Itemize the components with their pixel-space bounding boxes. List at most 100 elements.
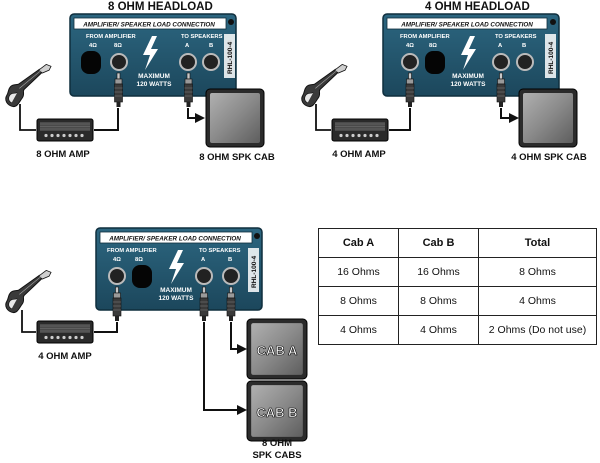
- to-speakers-label: TO SPEAKERS: [495, 34, 537, 40]
- cable-guitar-amp: [19, 104, 36, 131]
- panel-header-text: AMPLIFIER/ SPEAKER LOAD CONNECTION: [400, 22, 533, 29]
- column-header-total: Total: [478, 228, 597, 258]
- jack-a-label: A: [201, 257, 206, 263]
- headload-panel-4ohm: AMPLIFIER/ SPEAKER LOAD CONNECTION FROM …: [382, 13, 560, 97]
- speaker-hole-icon: [81, 51, 101, 74]
- speaker-cab-icon: [205, 88, 265, 148]
- cabs-caption-line2: SPK CABS: [252, 450, 302, 461]
- table-cell: 4 Ohms: [398, 315, 479, 345]
- cable-guitar-amp: [315, 104, 331, 131]
- table-cell: 4 Ohms: [478, 286, 597, 316]
- table-cell: 4 Ohms: [318, 315, 399, 345]
- amp-head-icon: [36, 320, 94, 344]
- guitar-icon: [301, 64, 348, 108]
- heading-8ohm: 8 OHM HEADLOAD: [108, 1, 213, 13]
- cabs-caption-line1: 8 OHM: [261, 438, 293, 449]
- max-line2: 120 WATTS: [451, 81, 487, 88]
- jack-b[interactable]: [202, 53, 220, 71]
- cab-a-label: CAB A: [257, 343, 298, 358]
- max-line2: 120 WATTS: [159, 295, 195, 302]
- max-line1: MAXIMUM: [160, 287, 192, 294]
- guitar-icon: [5, 270, 52, 314]
- heading-4ohm: 4 OHM HEADLOAD: [425, 1, 530, 13]
- jack-a[interactable]: [492, 53, 510, 71]
- column-header-cab-b: Cab B: [398, 228, 479, 258]
- headload-panel-dual-cab: AMPLIFIER/ SPEAKER LOAD CONNECTION FROM …: [95, 227, 263, 311]
- jack-8ohm-input[interactable]: [110, 53, 128, 71]
- table-row: 8 Ohms 8 Ohms 4 Ohms: [318, 286, 597, 316]
- cable-headload-cab: [500, 108, 519, 123]
- amp-caption: 8 OHM AMP: [36, 149, 90, 160]
- table-cell: 2 Ohms (Do not use): [478, 315, 597, 345]
- cab-b: CAB B: [246, 380, 308, 442]
- ohm8-label: 8Ω: [135, 257, 143, 263]
- table-cell: 16 Ohms: [398, 257, 479, 287]
- table-row: 4 Ohms 4 Ohms 2 Ohms (Do not use): [318, 315, 597, 345]
- lightning-bolt-icon: [461, 36, 476, 70]
- from-amplifier-label: FROM AMPLIFIER: [86, 34, 137, 40]
- jack-4ohm-input[interactable]: [108, 267, 126, 285]
- cable-amp-headload: [94, 108, 119, 131]
- speaker-cab-icon: [518, 88, 578, 148]
- ohm4-label: 4Ω: [89, 43, 97, 49]
- jack-b[interactable]: [222, 267, 240, 285]
- jack-a-label: A: [185, 43, 190, 49]
- to-speakers-label: TO SPEAKERS: [199, 248, 241, 254]
- screw-icon: [550, 19, 556, 25]
- headload-panel-8ohm: AMPLIFIER/ SPEAKER LOAD CONNECTION FROM …: [69, 13, 237, 97]
- cab-caption: 4 OHM SPK CAB: [511, 152, 587, 163]
- amp-caption: 4 OHM AMP: [38, 351, 92, 362]
- table-row: 16 Ohms 16 Ohms 8 Ohms: [318, 257, 597, 287]
- jack-b-label: B: [209, 43, 213, 49]
- jack-a-label: A: [498, 43, 503, 49]
- lightning-bolt-icon: [143, 36, 158, 70]
- jack-4ohm-input[interactable]: [401, 53, 419, 71]
- max-line1: MAXIMUM: [138, 73, 170, 80]
- jack-b[interactable]: [516, 53, 534, 71]
- ohm4-label: 4Ω: [406, 43, 414, 49]
- cable-amp-headload: [94, 322, 118, 333]
- speaker-hole-icon: [425, 51, 445, 74]
- column-header-cab-a: Cab A: [318, 228, 399, 258]
- cab-a: CAB A: [246, 318, 308, 380]
- amp-head-icon: [36, 118, 94, 142]
- cable-guitar-amp: [21, 310, 36, 333]
- panel-header-text: AMPLIFIER/ SPEAKER LOAD CONNECTION: [82, 22, 215, 29]
- cab-b-label: CAB B: [256, 405, 297, 420]
- screw-icon: [228, 19, 234, 25]
- impedance-table: Cab A Cab B Total 16 Ohms 16 Ohms 8 Ohms…: [318, 228, 597, 345]
- cab-caption: 8 OHM SPK CAB: [199, 152, 275, 163]
- max-line1: MAXIMUM: [452, 73, 484, 80]
- cable-to-cab-a: [230, 322, 247, 354]
- jack-a[interactable]: [195, 267, 213, 285]
- amp-head-icon: [331, 118, 389, 142]
- model-label-text: RHL-100-4: [227, 41, 234, 74]
- screw-icon: [254, 233, 260, 239]
- lightning-bolt-icon: [169, 250, 184, 284]
- ohm4-label: 4Ω: [113, 257, 121, 263]
- from-amplifier-label: FROM AMPLIFIER: [107, 248, 158, 254]
- cable-amp-headload: [389, 108, 411, 131]
- jack-b-label: B: [228, 257, 232, 263]
- cable-to-cab-b: [203, 322, 247, 415]
- jack-b-label: B: [522, 43, 526, 49]
- max-line2: 120 WATTS: [137, 81, 173, 88]
- table-cell: 8 Ohms: [478, 257, 597, 287]
- table-cell: 8 Ohms: [318, 286, 399, 316]
- speaker-hole-icon: [132, 265, 152, 288]
- amp-caption: 4 OHM AMP: [332, 149, 386, 160]
- from-amplifier-label: FROM AMPLIFIER: [400, 34, 451, 40]
- table-cell: 16 Ohms: [318, 257, 399, 287]
- table-header-row: Cab A Cab B Total: [318, 228, 597, 258]
- jack-a[interactable]: [179, 53, 197, 71]
- model-label-text: RHL-100-4: [548, 41, 555, 74]
- ohm8-label: 8Ω: [429, 43, 437, 49]
- to-speakers-label: TO SPEAKERS: [181, 34, 223, 40]
- cable-headload-cab: [187, 108, 205, 123]
- model-label-text: RHL-100-4: [251, 255, 258, 288]
- ohm8-label: 8Ω: [114, 43, 122, 49]
- guitar-icon: [5, 64, 52, 108]
- table-cell: 8 Ohms: [398, 286, 479, 316]
- panel-header-text: AMPLIFIER/ SPEAKER LOAD CONNECTION: [108, 236, 241, 243]
